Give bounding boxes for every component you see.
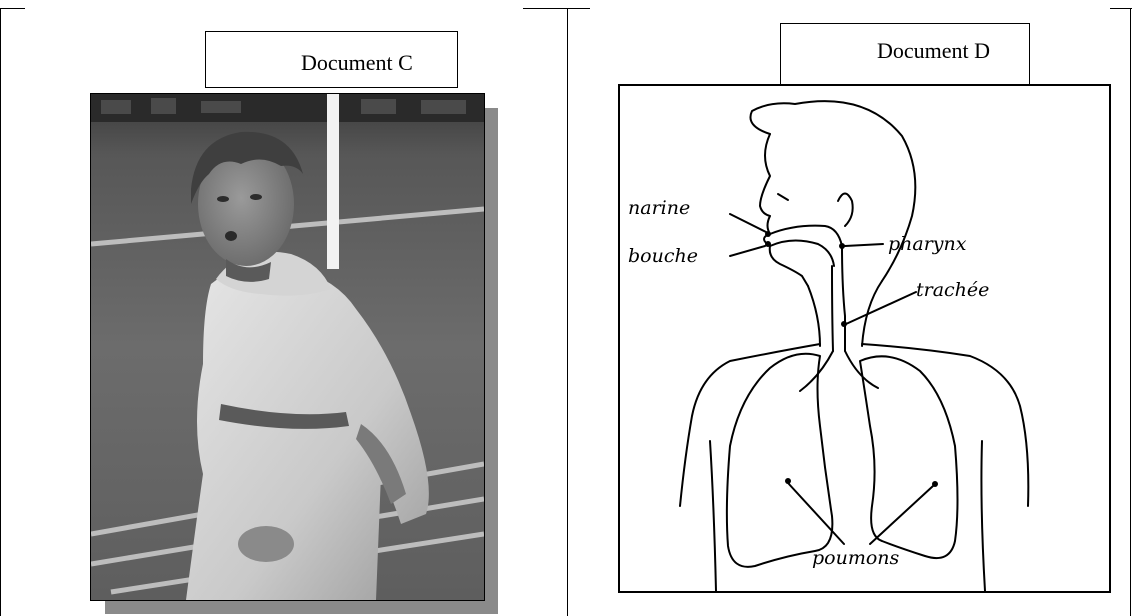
eye [778,194,788,200]
trachea-left [832,266,833,351]
bronchus-left [800,351,833,391]
document-d-title: Document D [780,23,1030,85]
pharynx-leader [845,244,883,246]
ear [838,194,853,227]
narine-leader [730,214,766,232]
neck-back [862,281,882,346]
boy-photo-illustration [91,94,484,600]
label-narine: narine [628,197,690,219]
label-pharynx: pharynx [888,233,967,255]
shoulder-right [862,344,1028,506]
label-trachee: trachée [916,279,989,301]
respiratory-diagram-drawing: narine bouche pharynx trachée poumons [620,86,1109,591]
boy-running-photo [90,93,485,601]
torso-right [981,441,985,591]
mouth-cavity [770,240,834,266]
bouche-leader [730,246,765,256]
respiratory-system-diagram: narine bouche pharynx trachée poumons [618,84,1111,593]
document-c-title: Document C [205,31,458,88]
pharynx-wall [842,246,845,351]
torso-left [710,441,716,591]
label-poumons: poumons [812,547,900,569]
poumons-leader-left [788,483,844,544]
document-c-cell: Document C [0,8,567,616]
label-bouche: bouche [628,245,698,267]
document-d-cell: Document D [567,8,1132,616]
neck-front [808,286,820,346]
poumons-leader-right [870,486,933,544]
face-profile [760,134,808,286]
shoulder-left [680,344,820,506]
lung-left [727,354,833,567]
trachee-leader [846,292,916,324]
